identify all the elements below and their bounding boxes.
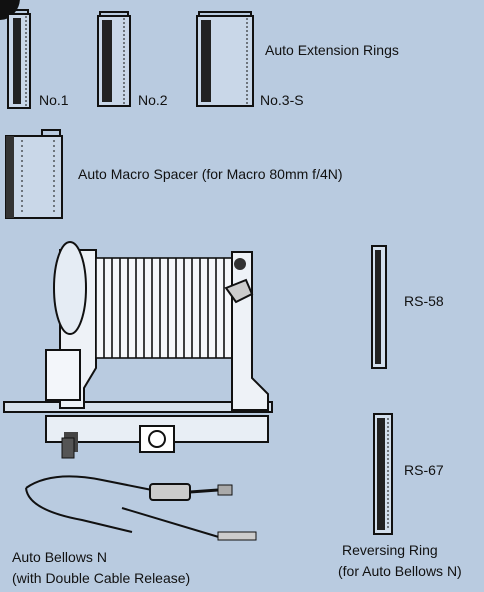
macro-spacer-label: Auto Macro Spacer (for Macro 80mm f/4N) <box>78 166 343 182</box>
extension-ring-no3s-illustration <box>196 11 254 107</box>
auto-bellows-illustration <box>3 241 273 459</box>
ring-no3s-label: No.3-S <box>260 92 304 108</box>
ring-no2-label: No.2 <box>138 92 168 108</box>
reversing-ring-rs67-illustration <box>373 413 393 535</box>
bellows-caption-line1: Auto Bellows N <box>12 549 107 565</box>
rs67-label: RS-67 <box>404 462 444 478</box>
bellows-caption-line2: (with Double Cable Release) <box>12 570 191 586</box>
ring-no1-label: No.1 <box>39 92 69 108</box>
rs58-label: RS-58 <box>404 293 444 309</box>
cable-release-illustration <box>25 475 257 541</box>
extension-ring-no1-illustration <box>7 9 31 109</box>
macro-spacer-illustration <box>5 129 63 219</box>
extension-rings-title: Auto Extension Rings <box>265 42 399 58</box>
reversing-ring-caption-line2: (for Auto Bellows N) <box>338 563 462 579</box>
extension-ring-no2-illustration <box>97 11 131 107</box>
reversing-ring-rs58-illustration <box>371 245 387 369</box>
reversing-ring-caption-line1: Reversing Ring <box>342 542 438 558</box>
